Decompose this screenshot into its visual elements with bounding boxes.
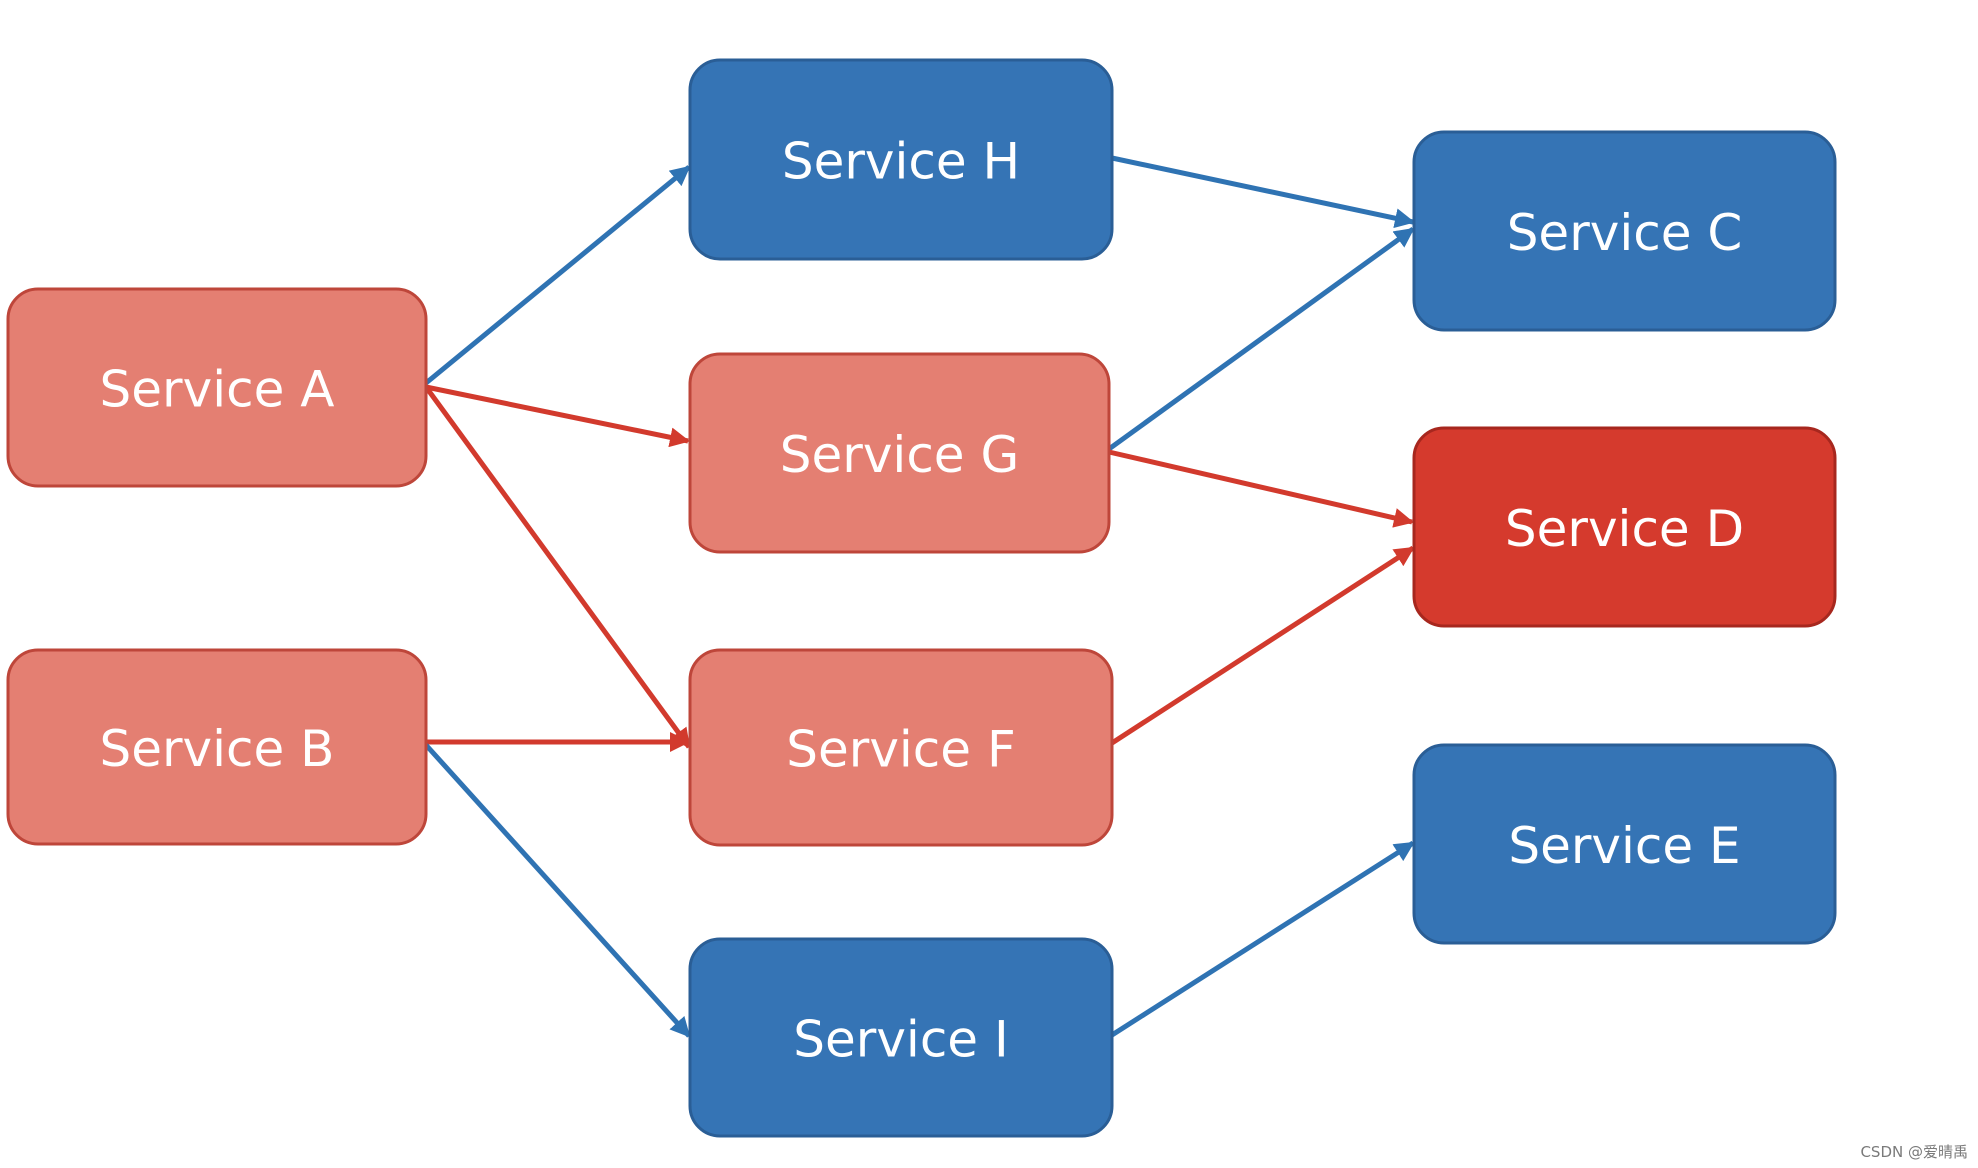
node-service-f: Service F [688, 648, 1114, 847]
node-box [6, 648, 428, 846]
node-service-d: Service D [1412, 426, 1837, 628]
node-label: Service G [780, 426, 1019, 484]
node-label: Service F [786, 721, 1015, 779]
watermark: CSDN @爱晴禹 [1860, 1143, 1968, 1161]
node-box [688, 648, 1114, 847]
node-label: Service A [100, 361, 335, 419]
edge-a-to-g [425, 384, 690, 448]
node-service-g: Service G [688, 352, 1111, 554]
nodes-layer: Service A Service B Service H Service G Serv… [6, 58, 1837, 1138]
node-box [1412, 426, 1837, 628]
edge-g-to-c [1107, 226, 1415, 452]
node-label: Service H [782, 133, 1020, 191]
node-service-e: Service E [1412, 743, 1837, 945]
node-label: Service E [1508, 817, 1740, 875]
node-service-h: Service H [688, 58, 1114, 261]
node-service-a: Service A [6, 287, 428, 488]
edge-a-to-h [424, 165, 691, 385]
node-service-c: Service C [1412, 130, 1837, 332]
node-box [6, 287, 428, 488]
edge-g-to-d [1108, 449, 1414, 528]
node-label: Service D [1505, 500, 1744, 558]
node-label: Service B [100, 720, 335, 778]
edge-a-to-f [423, 385, 692, 749]
node-service-i: Service I [688, 937, 1114, 1138]
node-box [688, 58, 1114, 261]
node-box [1412, 743, 1837, 945]
node-label: Service I [793, 1011, 1008, 1069]
edge-i-to-e [1110, 840, 1415, 1038]
node-box [688, 352, 1111, 554]
edge-f-to-d [1110, 545, 1415, 746]
edge-h-to-c [1111, 155, 1415, 229]
node-box [1412, 130, 1837, 332]
node-label: Service C [1507, 204, 1743, 262]
node-box [688, 937, 1114, 1138]
edges-layer [423, 155, 1415, 1038]
node-service-b: Service B [6, 648, 428, 846]
edge-b-to-i [424, 743, 691, 1038]
